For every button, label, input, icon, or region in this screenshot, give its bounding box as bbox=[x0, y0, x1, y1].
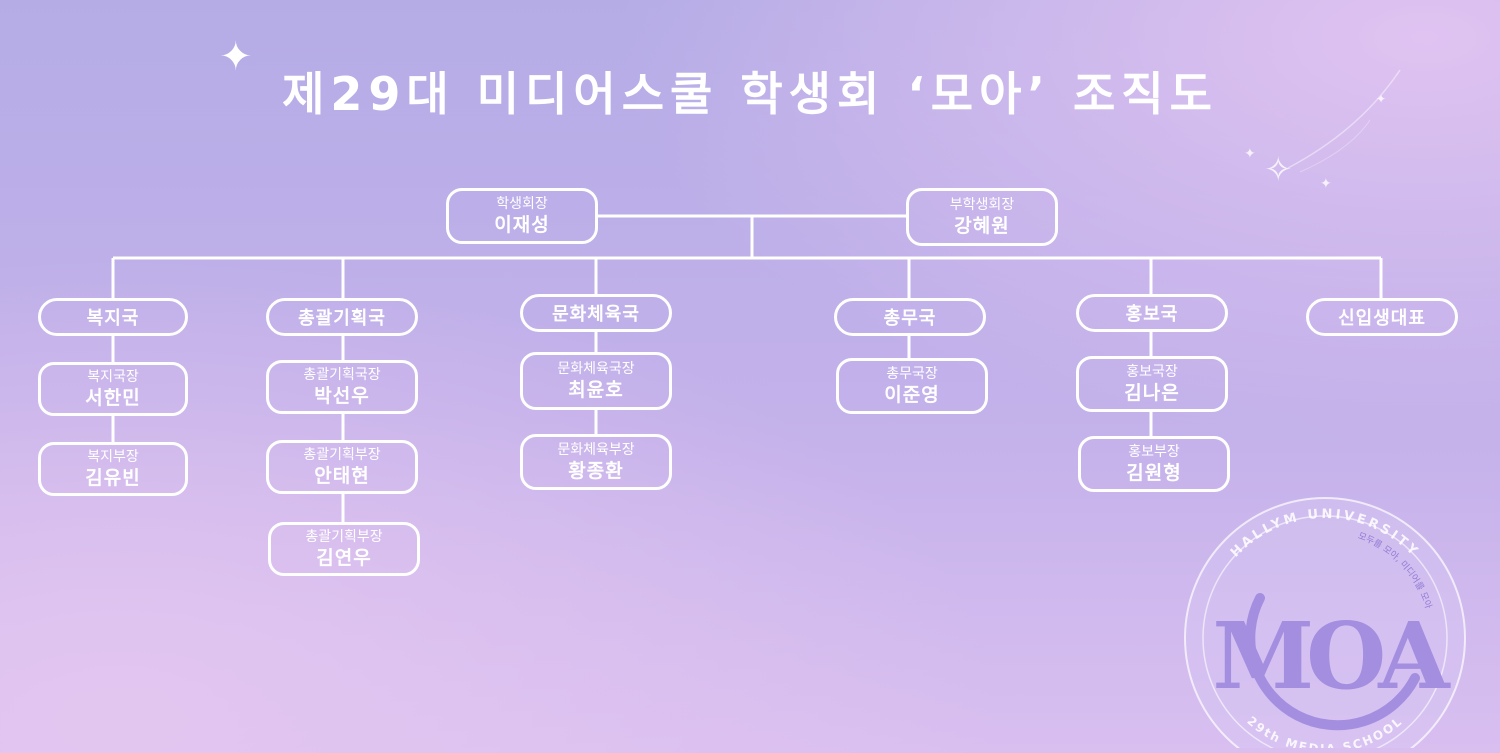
member-role: 문화체육국장 bbox=[557, 361, 635, 377]
member-role: 총무국장 bbox=[886, 366, 938, 382]
sparkle-icon: ✦ bbox=[219, 34, 253, 80]
member-name: 김유빈 bbox=[85, 467, 141, 489]
dept-culture-sports: 문화체육국 bbox=[520, 294, 672, 332]
member-name: 황종환 bbox=[568, 460, 624, 482]
member-box: 복지부장 김유빈 bbox=[38, 442, 188, 496]
dept-publicity: 홍보국 bbox=[1076, 294, 1228, 332]
member-role: 복지부장 bbox=[87, 449, 139, 465]
moa-emblem-logo: HALLYM UNIVERSITY 29th MEDIA SCHOOL 모두를 … bbox=[1184, 497, 1466, 748]
member-box: 총괄기획국장 박선우 bbox=[266, 360, 418, 414]
member-role: 홍보부장 bbox=[1128, 444, 1180, 460]
vice-president-box: 부학생회장 강혜원 bbox=[906, 188, 1058, 246]
sparkle-icon: ✦ bbox=[1376, 92, 1387, 106]
president-role: 학생회장 bbox=[496, 196, 548, 212]
member-box: 문화체육부장 황종환 bbox=[520, 434, 672, 490]
emblem-letters: MOA bbox=[1212, 602, 1451, 710]
sparkle-icon: ✧ bbox=[1264, 150, 1293, 190]
dept-label: 총괄기획국 bbox=[298, 308, 386, 329]
member-box: 문화체육국장 최윤호 bbox=[520, 352, 672, 410]
member-name: 최윤호 bbox=[568, 379, 624, 401]
dept-freshman-rep: 신입생대표 bbox=[1306, 298, 1458, 336]
dept-planning: 총괄기획국 bbox=[266, 298, 418, 336]
president-box: 학생회장 이재성 bbox=[446, 188, 598, 244]
member-role: 총괄기획부장 bbox=[303, 447, 381, 463]
vice-president-role: 부학생회장 bbox=[949, 197, 1015, 213]
member-role: 총괄기획국장 bbox=[303, 367, 381, 383]
member-name: 안태현 bbox=[314, 465, 370, 487]
dept-general-affairs: 총무국 bbox=[834, 298, 986, 336]
president-name: 이재성 bbox=[494, 214, 550, 236]
member-role: 복지국장 bbox=[87, 369, 139, 385]
member-box: 홍보부장 김원형 bbox=[1078, 436, 1230, 492]
member-name: 서한민 bbox=[85, 387, 141, 409]
member-role: 총괄기획부장 bbox=[305, 529, 383, 545]
sparkle-icon: ✦ bbox=[1244, 146, 1256, 162]
page-title: 제29대 미디어스쿨 학생회 ‘모아’ 조직도 bbox=[282, 67, 1218, 121]
dept-label: 홍보국 bbox=[1125, 304, 1179, 325]
sparkle-icon: ✦ bbox=[1320, 176, 1332, 192]
member-role: 홍보국장 bbox=[1126, 364, 1178, 380]
member-name: 박선우 bbox=[314, 385, 370, 407]
member-box: 홍보국장 김나은 bbox=[1076, 356, 1228, 412]
member-box: 복지국장 서한민 bbox=[38, 362, 188, 416]
dept-label: 복지국 bbox=[86, 308, 140, 329]
dept-label: 총무국 bbox=[883, 308, 937, 329]
member-box: 총무국장 이준영 bbox=[836, 358, 988, 414]
vice-president-name: 강혜원 bbox=[954, 215, 1010, 237]
member-name: 김연우 bbox=[316, 547, 372, 569]
member-box: 총괄기획부장 안태현 bbox=[266, 440, 418, 494]
member-box: 총괄기획부장 김연우 bbox=[268, 522, 420, 576]
member-name: 김나은 bbox=[1124, 382, 1180, 404]
member-name: 김원형 bbox=[1126, 462, 1182, 484]
member-role: 문화체육부장 bbox=[557, 442, 635, 458]
member-name: 이준영 bbox=[884, 384, 940, 406]
dept-label: 문화체육국 bbox=[552, 304, 640, 325]
dept-label: 신입생대표 bbox=[1338, 308, 1426, 329]
dept-welfare: 복지국 bbox=[38, 298, 188, 336]
